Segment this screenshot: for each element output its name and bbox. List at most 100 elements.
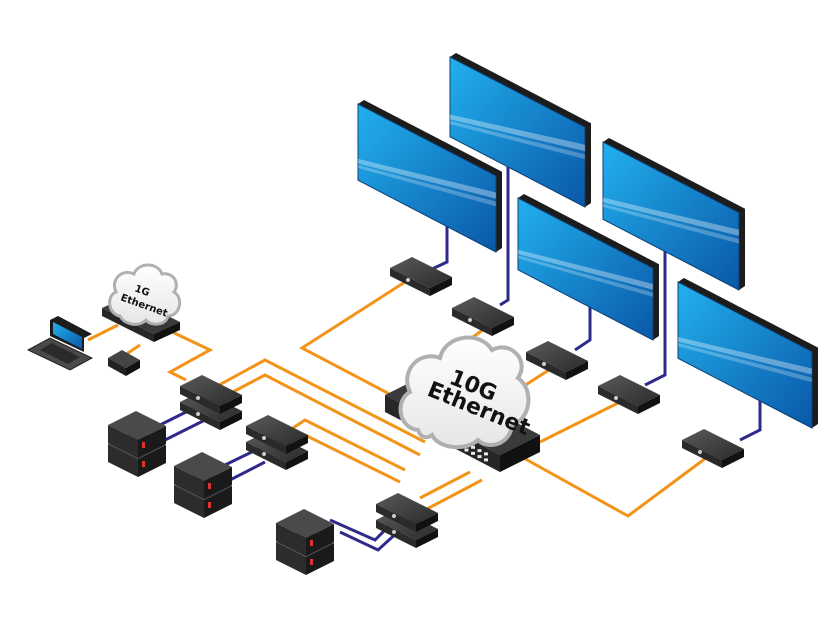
tx-group-1-tx-1-side (220, 395, 242, 414)
rx-5-top (682, 429, 744, 460)
rx-2-logo-icon (468, 318, 472, 322)
display-5 (677, 278, 818, 429)
tx-group-2-source-1-front (174, 485, 204, 518)
control-switch-front (102, 308, 154, 342)
tx-group-1-source-1-side (138, 445, 166, 477)
video-cable-5 (739, 395, 762, 442)
video-cable-1 (429, 220, 449, 272)
display-screen (602, 141, 740, 291)
display-3 (602, 138, 745, 291)
display-screen (357, 103, 497, 253)
tx-group-2-tx-1-side (286, 435, 308, 454)
tx-group-2-source-1-status-led-icon (208, 502, 211, 508)
rx-2-side (492, 317, 514, 336)
display-screen (677, 281, 813, 429)
video-cable-tx1b (164, 418, 206, 442)
cable-laptop (87, 323, 119, 342)
switch-port-icon (484, 458, 488, 462)
tx-group-3 (376, 493, 438, 548)
tx-group-2-tx-1-top (246, 415, 308, 446)
display-wall (357, 53, 818, 429)
display-glare (678, 336, 812, 375)
tx-group-2-source-1-side (204, 486, 232, 518)
core-switch: 10G Ethernet (385, 335, 540, 472)
cloud-10g: 10G Ethernet (398, 335, 534, 450)
rx-5 (682, 429, 744, 468)
tx-group-2-tx-2-side (286, 451, 308, 470)
rx-1-top (390, 257, 452, 288)
tx-group-2-source-2-front (174, 466, 204, 499)
rx-3-logo-icon (542, 362, 546, 366)
tx-group-3-source-2 (276, 509, 334, 556)
tx-group-3-source-2-status-led-icon (310, 540, 313, 546)
network-cables (87, 280, 711, 518)
control-switch-side (154, 322, 180, 342)
cloud-10g-shape (398, 335, 531, 450)
tx-group-2-source-2 (174, 452, 232, 499)
tx-group-3-source-2-side (306, 524, 334, 556)
tx-group-1-sources (108, 411, 166, 477)
cable-control (166, 328, 214, 382)
tx-group-1-source-1-front (108, 444, 138, 477)
control-box-front (108, 358, 126, 376)
display-screen (517, 197, 654, 341)
display-glare (450, 120, 585, 160)
video-cable-4 (644, 250, 667, 387)
tx-group-2-tx-1-front (246, 426, 286, 454)
display-glare (358, 158, 496, 199)
tx-group-1-source-2 (108, 411, 166, 458)
display-glare (678, 343, 812, 383)
core-switch-side (500, 435, 540, 472)
tx-group-1-tx-1-top (180, 375, 242, 406)
cloud-1g-label-line1: 1G (133, 283, 151, 299)
tx-group-2-tx-2-front (246, 442, 286, 470)
tx-group-1-source-2-status-led-icon (142, 442, 145, 448)
rx-3-top (526, 341, 588, 372)
cable-tx3a (419, 470, 471, 500)
display-glare (450, 114, 585, 152)
rx-4 (598, 375, 660, 414)
video-sources (108, 411, 334, 575)
cable-tx1a (209, 358, 426, 444)
laptop (26, 316, 94, 371)
rx-4-top (598, 375, 660, 406)
rx-5-logo-icon (698, 450, 702, 454)
tx-group-1-source-2-side (138, 426, 166, 458)
control-box-side (126, 360, 140, 376)
tx-group-3-tx-1 (376, 493, 438, 532)
switch-port-icon (471, 451, 475, 455)
display-1 (357, 100, 502, 253)
tx-group-3-tx-2-front (376, 520, 416, 548)
display-glare (518, 255, 653, 297)
tx-group-1-tx-1-front (180, 386, 220, 414)
tx-group-1-tx-1-logo-icon (196, 396, 200, 400)
switch-port-icon (477, 455, 482, 459)
tx-group-3-source-2-top (276, 509, 334, 538)
rx-3 (526, 341, 588, 380)
rx-1-logo-icon (406, 278, 410, 282)
rx-2 (452, 297, 514, 336)
tx-group-2-source-2-top (174, 452, 232, 481)
rx-4-logo-icon (614, 396, 618, 400)
tx-group-3-tx-1-top (376, 493, 438, 524)
tx-group-3-tx-2-logo-icon (392, 530, 396, 534)
tx-group-1-tx-2-front (180, 402, 220, 430)
laptop-keyboard (40, 343, 80, 364)
display-4 (517, 194, 659, 341)
cable-rx1 (299, 280, 421, 412)
video-cable-2 (499, 165, 510, 307)
tx-group-2-source-2-status-led-icon (208, 483, 211, 489)
tx-group-1-source-1-status-led-icon (142, 461, 145, 467)
rx-3-front (526, 352, 566, 380)
video-cable-tx2b (229, 460, 266, 482)
tx-group-1-tx-2-side (220, 411, 242, 430)
rx-2-front (452, 308, 492, 336)
tx-group-2-source-2-side (204, 467, 232, 499)
tx-group-1-source-2-front (108, 425, 138, 458)
rx-2-top (452, 297, 514, 328)
tx-group-1-source-2-top (108, 411, 166, 440)
rx-1 (390, 257, 452, 296)
rx-4-front (598, 386, 638, 414)
rx-5-side (722, 449, 744, 468)
switch-port-icon (484, 452, 488, 456)
